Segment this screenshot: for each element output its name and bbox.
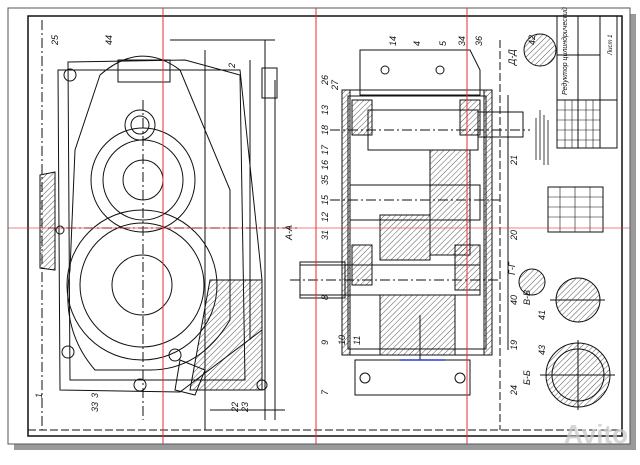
housing-body [67, 55, 231, 371]
position-number: 12 [320, 212, 330, 222]
position-number: 43 [537, 345, 547, 355]
position-number: 44 [104, 35, 114, 45]
position-number: 15 [320, 194, 330, 205]
guide-lines [8, 8, 630, 444]
position-number: 27 [330, 79, 340, 91]
position-number: 33 [90, 402, 100, 412]
position-number: 11 [352, 336, 362, 345]
position-number: 9 [320, 340, 330, 345]
position-number: 13 [320, 105, 330, 115]
position-number: 5 [438, 40, 448, 46]
section-label-v: В-В [522, 290, 532, 305]
position-number: 35 [320, 174, 330, 185]
position-number: 7 [320, 389, 330, 395]
position-number: 31 [320, 230, 330, 240]
cover [359, 49, 481, 96]
title-text: Редуктор цилиндрический [561, 7, 569, 95]
gear-section [429, 149, 471, 256]
position-number: 17 [320, 144, 330, 155]
position-number: 22 [230, 402, 240, 413]
position-number: 16 [320, 160, 330, 170]
position-number: 4 [412, 41, 422, 46]
position-number: 41 [537, 310, 547, 320]
sheet-border [7, 7, 631, 445]
section-label-b: Б-Б [522, 370, 532, 385]
position-number: 34 [457, 36, 467, 46]
drawing-frame [27, 15, 623, 437]
spec-table [547, 186, 604, 233]
section-d-d [523, 33, 557, 67]
position-number: 42 [527, 35, 537, 45]
title-block [556, 15, 618, 149]
position-number: 23 [240, 402, 250, 413]
position-number: 36 [474, 36, 484, 46]
position-number: 20 [509, 230, 519, 241]
position-number: 18 [320, 125, 330, 135]
technical-notes [535, 110, 549, 165]
position-number: 26 [320, 75, 330, 86]
section-label-g: Г-Г [507, 261, 517, 275]
position-number: 24 [509, 385, 519, 396]
position-number: 10 [337, 335, 347, 345]
sheet-number: Лист 1 [608, 35, 614, 56]
position-number: 21 [509, 155, 519, 166]
section-g-g [518, 268, 546, 296]
watermark-logo: Avito [563, 419, 628, 449]
position-number: 2 [227, 63, 237, 69]
detail-sections [518, 15, 618, 410]
position-number: 40 [509, 295, 519, 305]
position-number: 1 [34, 393, 44, 398]
position-number: 14 [388, 36, 398, 46]
position-number: 3 [90, 393, 100, 398]
section-label-d: Д-Д [507, 49, 517, 66]
position-number: 19 [509, 340, 519, 350]
position-number: 25 [50, 34, 60, 46]
section-label-a: А-А [284, 225, 294, 241]
inspection-cover [117, 59, 171, 83]
position-number: 8 [320, 295, 330, 300]
